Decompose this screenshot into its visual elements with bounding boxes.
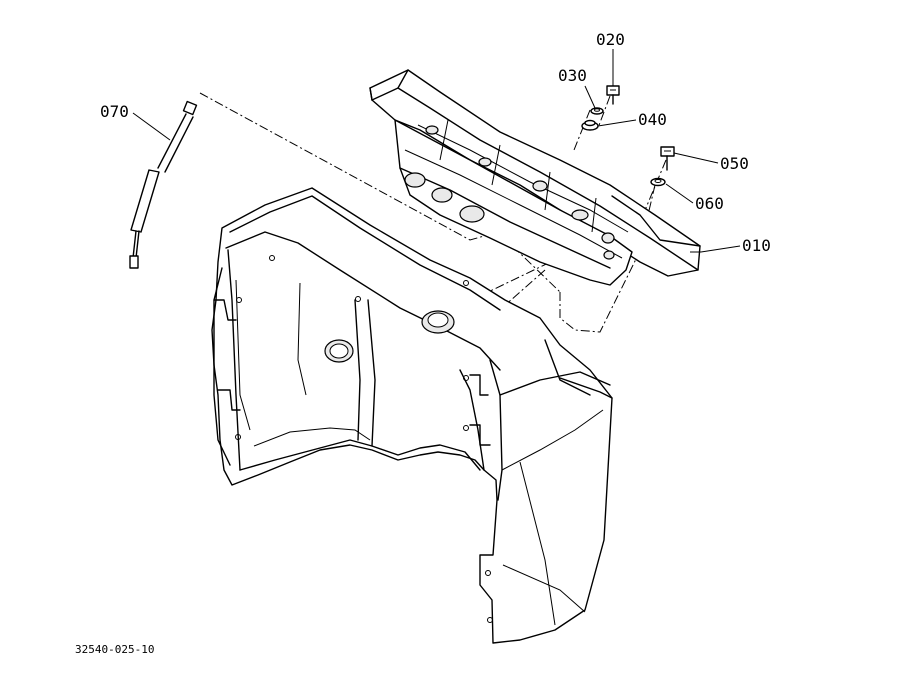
drawing-number: 32540-025-10 <box>75 643 155 656</box>
leader-lines <box>132 49 741 253</box>
nut-040[interactable] <box>581 119 599 131</box>
washer-060[interactable] <box>650 177 666 187</box>
callout-070[interactable]: 070 <box>100 102 129 121</box>
instrument-panel-010[interactable] <box>369 69 701 286</box>
callout-040[interactable]: 040 <box>638 110 667 129</box>
screw-020[interactable] <box>606 85 620 105</box>
callout-050[interactable]: 050 <box>720 154 749 173</box>
callout-020[interactable]: 020 <box>596 30 625 49</box>
panel-housing <box>211 187 613 644</box>
callout-060[interactable]: 060 <box>695 194 724 213</box>
washer-030[interactable] <box>590 107 604 115</box>
bolt-050[interactable] <box>660 146 675 171</box>
cable-070[interactable] <box>129 100 198 269</box>
callout-010[interactable]: 010 <box>742 236 771 255</box>
callout-030[interactable]: 030 <box>558 66 587 85</box>
